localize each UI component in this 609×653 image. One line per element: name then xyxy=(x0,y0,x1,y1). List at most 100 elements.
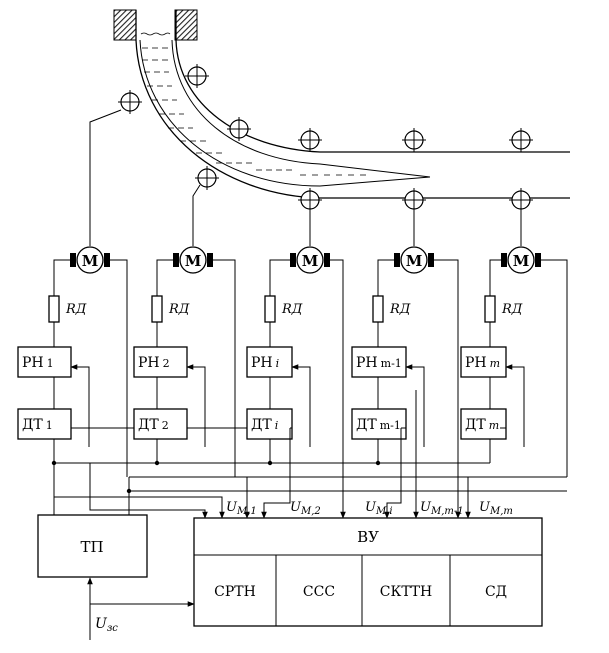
caster xyxy=(89,9,570,246)
roller-bottom-4 xyxy=(401,187,427,213)
subsystem-srtn: СРТН xyxy=(214,584,256,600)
reference-input-label: Uзс xyxy=(95,616,118,634)
motor-brush-right xyxy=(428,253,434,267)
motor-lead-right xyxy=(207,259,236,477)
motor-label: M xyxy=(302,252,319,270)
motor-brush-left xyxy=(173,253,179,267)
roller-curve-3 xyxy=(226,116,252,142)
feedback-arrow xyxy=(291,364,311,447)
control-unit: ВУ СРТН ССС СКТТН СД xyxy=(193,517,543,627)
motor-brush-right xyxy=(104,253,110,267)
motor-label: M xyxy=(82,252,99,270)
motor-brush-right xyxy=(207,253,213,267)
roller-curve-1 xyxy=(184,63,210,89)
signal-label: UM,m xyxy=(479,500,513,517)
regulator-box xyxy=(460,346,507,378)
regulator-box xyxy=(17,346,72,378)
signal-arrows xyxy=(53,390,471,519)
motor-brush-left xyxy=(501,253,507,267)
liquid-core xyxy=(138,28,430,182)
shaft-link-1 xyxy=(89,109,122,246)
signal-label: UM,m-1 xyxy=(420,500,464,517)
roller-top-2 xyxy=(401,127,427,153)
motor-brush-left xyxy=(394,253,400,267)
control-unit-label: ВУ xyxy=(357,528,379,546)
regulator-box xyxy=(133,346,188,378)
resistor xyxy=(151,295,163,323)
converter-block: ТП xyxy=(37,514,148,578)
motor-label: M xyxy=(185,252,202,270)
motor-brush-right xyxy=(535,253,541,267)
roller-top-1 xyxy=(297,127,323,153)
roller-top-3 xyxy=(508,127,534,153)
motor-label: M xyxy=(513,252,530,270)
resistor xyxy=(264,295,276,323)
roller-bottom-5 xyxy=(508,187,534,213)
mould-wall-right xyxy=(174,9,198,41)
motor-lead-right xyxy=(104,259,128,477)
roller-curve-2 xyxy=(117,89,143,115)
mould-wall-left xyxy=(113,9,137,41)
motor xyxy=(507,246,535,274)
resistor-label: RД xyxy=(168,302,190,317)
motor xyxy=(76,246,104,274)
subsystem-sd: СД xyxy=(485,584,507,600)
bus-lines xyxy=(54,462,567,492)
resistor-label: RД xyxy=(281,302,303,317)
subsystem-skttn: СКТТН xyxy=(380,584,432,600)
motor xyxy=(296,246,324,274)
motor-brush-left xyxy=(70,253,76,267)
motor-lead-right xyxy=(535,259,568,477)
feedback-arrow xyxy=(505,364,525,447)
signal-label: UM,2 xyxy=(290,500,321,517)
regulator-box xyxy=(246,346,293,378)
motor-lead-right xyxy=(428,259,459,477)
motor-lead-left xyxy=(377,259,400,296)
motor-lead-left xyxy=(156,259,179,296)
motor-label: M xyxy=(406,252,423,270)
feedback-arrow xyxy=(70,364,90,447)
roller-bottom-3 xyxy=(297,187,323,213)
motor-lead-left xyxy=(269,259,296,296)
resistor-label: RД xyxy=(65,302,87,317)
signal-label: UM,i xyxy=(365,500,393,517)
converter-label: ТП xyxy=(80,538,103,556)
regulator-box xyxy=(351,346,407,378)
resistor xyxy=(484,295,496,323)
motor xyxy=(400,246,428,274)
motor-brush-right xyxy=(324,253,330,267)
feedback-arrow xyxy=(186,364,206,447)
motor-brush-left xyxy=(290,253,296,267)
resistor xyxy=(372,295,384,323)
sensor-box xyxy=(351,408,407,440)
subsystem-sss: ССС xyxy=(303,584,335,600)
motor-lead-left xyxy=(53,259,76,296)
resistor xyxy=(48,295,60,323)
resistor-label: RД xyxy=(389,302,411,317)
resistor-label: RД xyxy=(501,302,523,317)
signal-label: UM,1 xyxy=(226,500,257,517)
sensor-box xyxy=(17,408,72,440)
motor-lead-right xyxy=(324,259,344,477)
sensor-box xyxy=(133,408,188,440)
shaft-link-2 xyxy=(192,184,201,246)
sensor-box xyxy=(246,408,293,440)
reference-input: Uзс xyxy=(87,577,195,640)
